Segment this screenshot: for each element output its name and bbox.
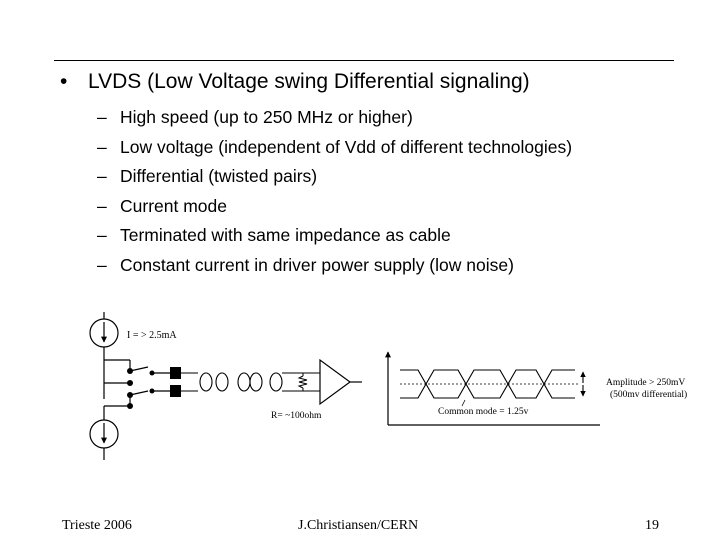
- receiver-amplifier: [319, 358, 352, 406]
- sub-bullet: –High speed (up to 250 MHz or higher): [97, 103, 572, 133]
- sub-bullet-text: Differential (twisted pairs): [120, 166, 318, 186]
- dash-marker: –: [97, 254, 107, 275]
- common-mode-leader: [461, 399, 466, 407]
- sub-bullet: –Low voltage (independent of Vdd of diff…: [97, 133, 572, 163]
- switch-contacts: [127, 368, 155, 409]
- bullet-text: LVDS (Low Voltage swing Differential sig…: [88, 70, 530, 93]
- footer-date: Trieste 2006: [62, 518, 132, 533]
- sub-bullet-text: High speed (up to 250 MHz or higher): [120, 107, 413, 127]
- amplitude-sub-label: (500mv differential): [610, 389, 687, 400]
- amplitude-label: Amplitude > 250mV: [606, 378, 685, 388]
- common-mode-label: Common mode = 1.25v: [438, 407, 529, 417]
- sub-bullet-text: Current mode: [120, 195, 227, 216]
- bullet-marker: •: [60, 70, 68, 93]
- driver-blocks: [170, 367, 181, 397]
- twisted-pair-cable: [181, 372, 320, 392]
- sub-bullet: –Current mode: [97, 192, 572, 222]
- sub-bullet-text: Low voltage (independent of Vdd of diffe…: [120, 136, 573, 157]
- signal-axes: [385, 351, 600, 426]
- differential-waveform: [400, 369, 575, 399]
- footer-author: J.Christiansen/CERN: [298, 518, 419, 533]
- dash-marker: –: [97, 136, 107, 157]
- switch-network: [103, 347, 170, 420]
- sub-bullet: –Differential (twisted pairs): [97, 162, 572, 192]
- dash-marker: –: [97, 195, 107, 216]
- sub-bullet-text: Terminated with same impedance as cable: [120, 225, 451, 245]
- sub-bullet: –Terminated with same impedance as cable: [97, 221, 572, 251]
- termination-resistor: [297, 373, 308, 391]
- dash-marker: –: [97, 166, 107, 186]
- resistor-label: R= ~100ohm: [271, 411, 322, 421]
- sub-bullet: –Constant current in driver power supply…: [97, 251, 572, 281]
- dash-marker: –: [97, 225, 107, 245]
- bottom-current-source: [89, 419, 119, 460]
- sub-bullet-list: –High speed (up to 250 MHz or higher) –L…: [97, 103, 572, 280]
- title-rule: [54, 60, 674, 61]
- page-number: 19: [645, 518, 659, 533]
- dash-marker: –: [97, 107, 107, 127]
- top-current-source: [89, 312, 119, 348]
- current-label: I = > 2.5mA: [127, 330, 177, 341]
- sub-bullet-text: Constant current in driver power supply …: [120, 254, 514, 275]
- main-bullet: • LVDS (Low Voltage swing Differential si…: [60, 70, 530, 94]
